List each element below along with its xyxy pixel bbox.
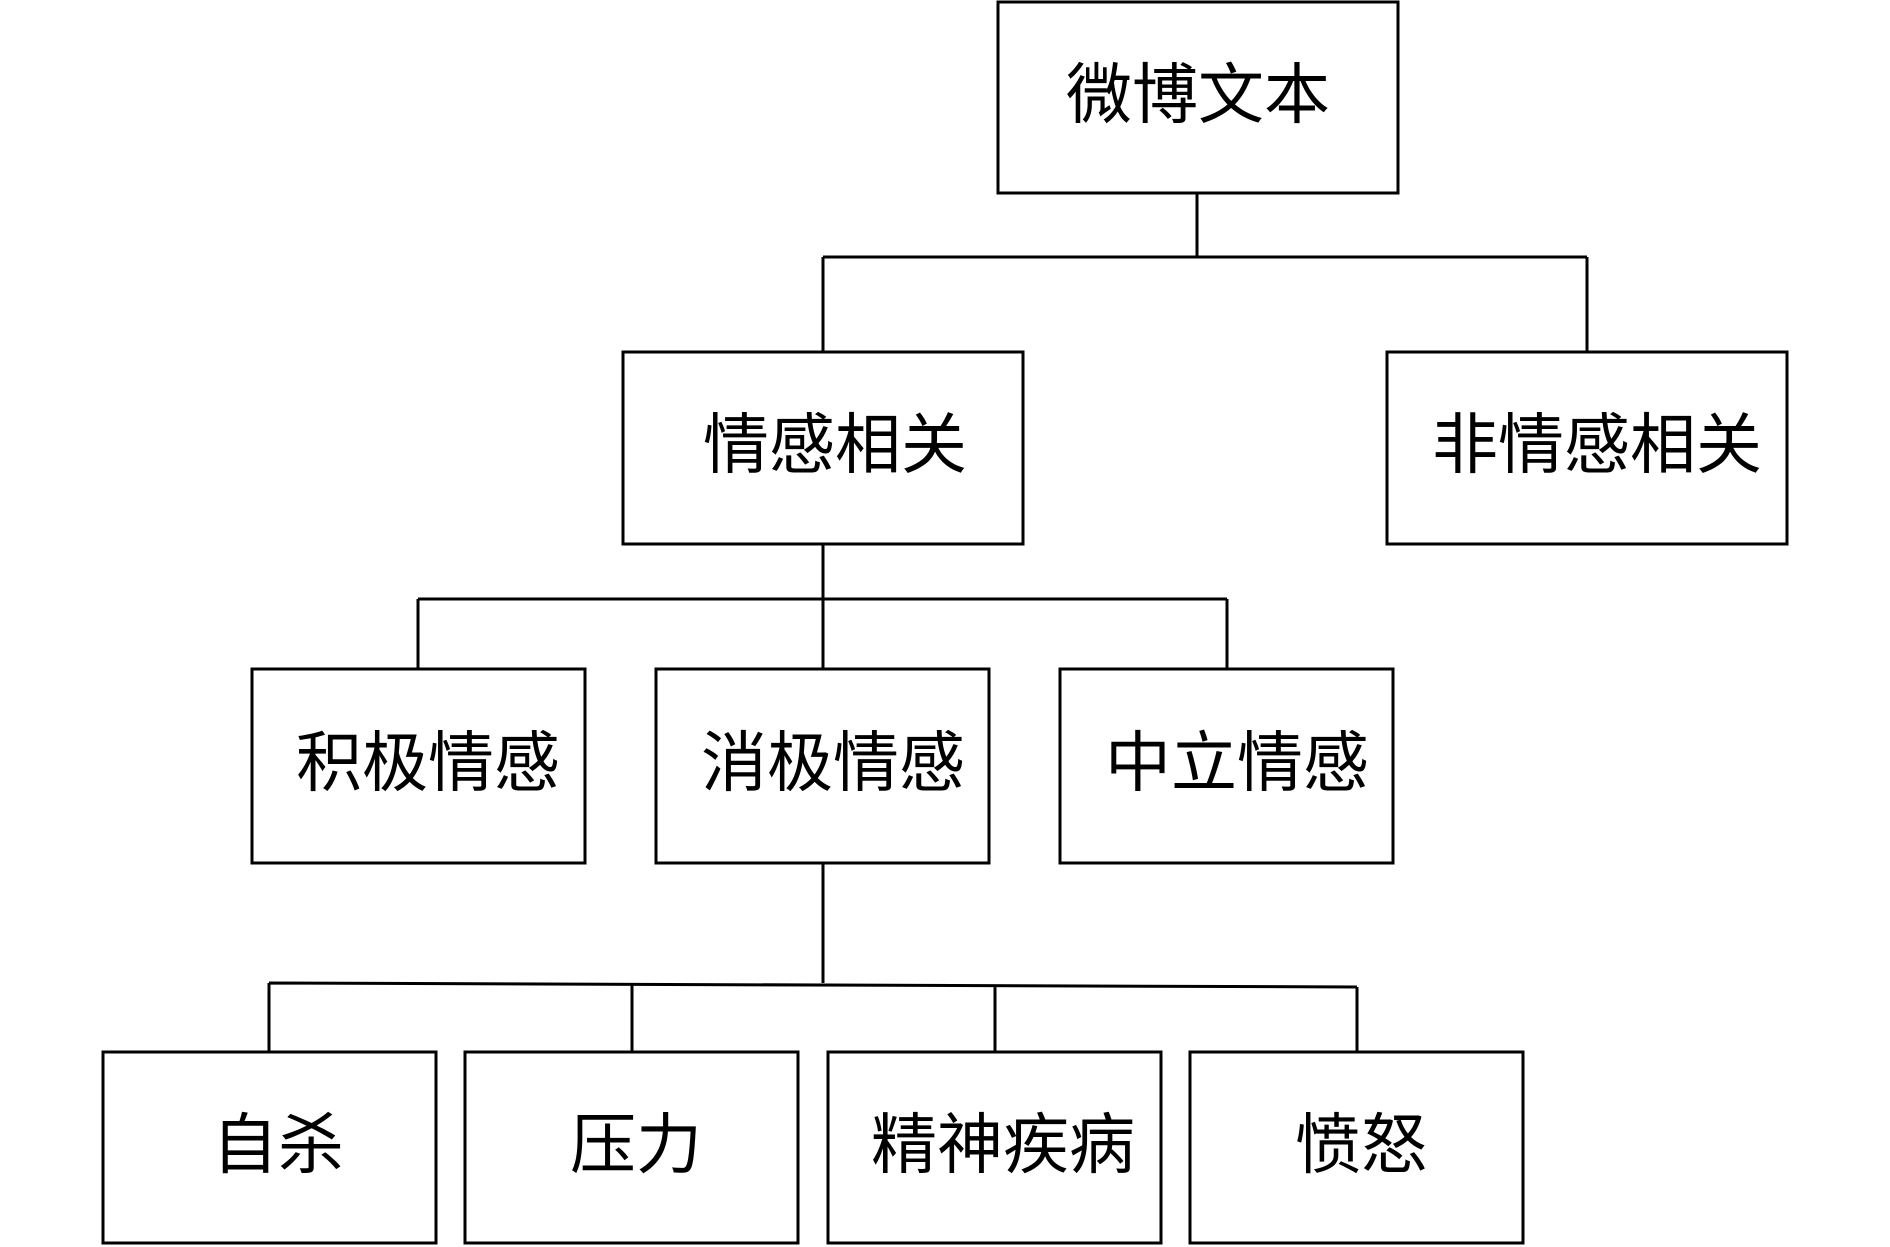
- node-emotion-unrelated-label: 非情感相关: [1432, 407, 1762, 484]
- node-neutral: 中立情感: [1058, 667, 1395, 865]
- node-emotion-unrelated: 非情感相关: [1385, 350, 1789, 546]
- node-mental-illness: 精神疾病: [826, 1050, 1163, 1245]
- node-emotion-related: 情感相关: [621, 350, 1025, 546]
- node-root-label: 微博文本: [1066, 57, 1330, 134]
- node-positive: 积极情感: [250, 667, 587, 865]
- node-neutral-label: 中立情感: [1105, 725, 1369, 802]
- node-positive-label: 积极情感: [296, 725, 560, 802]
- node-mental-illness-label: 精神疾病: [871, 1107, 1135, 1184]
- connector-related: [416, 544, 1229, 669]
- node-anger: 愤怒: [1188, 1050, 1525, 1245]
- connector-negative: [267, 863, 1359, 1052]
- node-suicide-label: 自杀: [212, 1107, 344, 1184]
- node-pressure-label: 压力: [570, 1107, 702, 1184]
- node-negative: 消极情感: [654, 667, 991, 865]
- node-root: 微博文本: [996, 0, 1400, 195]
- node-suicide: 自杀: [101, 1050, 438, 1245]
- connectors: [267, 193, 1589, 1052]
- node-anger-label: 愤怒: [1295, 1107, 1427, 1184]
- node-negative-label: 消极情感: [701, 725, 965, 802]
- connector-root: [821, 193, 1589, 352]
- node-pressure: 压力: [463, 1050, 800, 1245]
- node-emotion-related-label: 情感相关: [703, 407, 967, 484]
